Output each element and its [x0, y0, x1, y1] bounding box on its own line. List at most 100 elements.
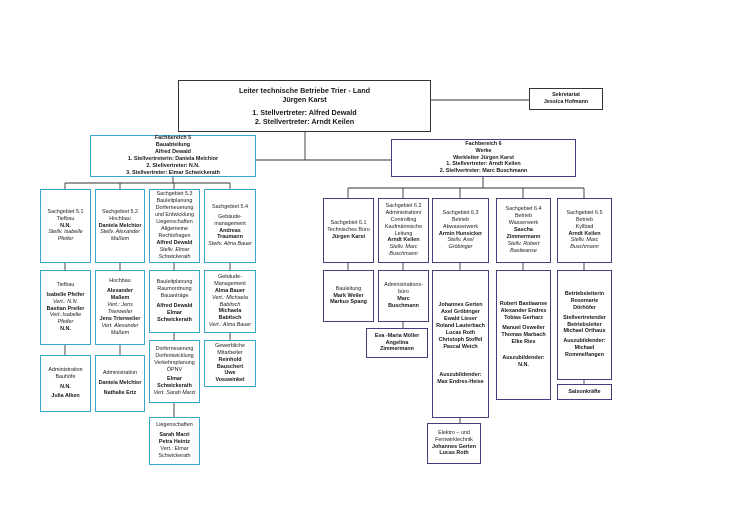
tiefbau-line: Isabelle Pfeifer	[46, 291, 85, 298]
fb5-line: 2. Stellvertreter: N.N.	[146, 162, 200, 169]
wasser-line: Alexander Endres	[500, 308, 547, 315]
wasser-line: Tobias Gerharz	[504, 315, 543, 322]
wasser-line: Auszubildender:	[502, 354, 545, 361]
fb5-line: Alfred Dewald	[155, 149, 191, 156]
gewerb-line: Gewerbliche	[215, 342, 245, 349]
sg61-line: Sachgebiet 6.1	[330, 220, 367, 227]
sg62-line: Stellv. Marc	[389, 244, 418, 251]
sg51-line: Tiefbau	[56, 215, 75, 222]
sg65-line: Stellv. Marc	[570, 237, 599, 244]
admin51-line: Bauhöfe	[55, 373, 76, 380]
kyllbad-line: Dörhöfer	[573, 304, 596, 311]
bauleit-line: Bauleitplanung	[156, 279, 193, 286]
kyllbad-line: Michael Orthaus	[563, 328, 606, 335]
admin51-line: Julia Alken	[51, 393, 80, 400]
liegen-line: Vert.: Elmar	[160, 445, 189, 452]
sg53-line: Sachgebiet 5.3	[156, 191, 193, 198]
abwasser-line: Ewald Lieser	[444, 316, 477, 323]
elektro-line: Johannes Gerten	[431, 443, 477, 450]
hochbau-line: Trierweiler	[107, 309, 133, 315]
sg51-line: Stellv. Isabelle	[48, 229, 83, 236]
dorf-line: Vert. Sarah Marzi	[153, 390, 196, 397]
gebmgmt-line: Michaela	[218, 308, 242, 315]
head-line: Leiter technische Betriebe Trier - Land	[238, 86, 370, 96]
bauleitung-line: Markus Spang	[330, 299, 367, 306]
sg54-line: Gebäude-	[218, 213, 242, 220]
sg53-line: Stellv. Elmar	[159, 246, 190, 253]
adminbuero-line: Marc	[397, 296, 410, 302]
sg63-line: Betrieb	[451, 216, 470, 223]
dorf-line: Elmar	[167, 376, 182, 383]
wasser-line: Thomas Marbach	[501, 332, 546, 338]
sg65-line: Kyllbad	[575, 223, 594, 230]
hochbau-line: Maßem	[110, 329, 130, 336]
sg52-line: Stellv. Alexander	[100, 229, 140, 236]
sg53-line: Liegenschaften	[156, 219, 193, 226]
sg52-line: Maßem	[110, 236, 130, 243]
kyllbad-line: Auszubildender:	[563, 338, 606, 345]
kyllbad-line: Rosemarie	[570, 297, 599, 304]
dorf-line: Dorferneuerung	[155, 345, 194, 352]
gewerb-line: Mitarbeiter	[217, 349, 243, 356]
sg62-line: Administration/	[385, 209, 422, 216]
tiefbau-line: N.N.	[60, 326, 71, 333]
sg63-line: Sachgebiet 6.3	[442, 209, 479, 216]
liegen-line: Petra Heintz	[158, 439, 191, 446]
sg54-line: Sachgebiet 5.4	[212, 203, 248, 210]
dorf-line: ÖPNV	[166, 366, 183, 373]
sg64-line: Zimmermann	[506, 233, 541, 240]
fb6-line: Fachbereich 6	[465, 140, 502, 147]
tiefbau-line: Bastian Preiler	[46, 305, 85, 312]
hochbau-line: Maßem	[110, 295, 130, 302]
kyllbad-line: Stellvertretender	[563, 314, 606, 321]
bauleit-line: Alfred Dewald	[156, 303, 193, 309]
wasser-line: Robert Bastiaanse	[499, 301, 548, 308]
dorf-line: Dorfentwicklung	[155, 352, 194, 359]
sg63-line: Gröbinger	[448, 244, 473, 251]
sg51-line: N.N.	[60, 222, 71, 229]
wasser-line: Manuel Osweiler	[502, 325, 545, 332]
kyllbad-line: Betriebsleiter	[567, 321, 602, 328]
sg52-line: Sachgebiet 5.2	[102, 208, 138, 215]
sg51-line: Pfeifer	[57, 236, 74, 243]
bauleit-line: Bauanträge	[160, 293, 189, 300]
head-line: 1. Stellvertreter: Alfred Dewald	[252, 107, 357, 117]
sg64-line: Sascha	[514, 227, 533, 234]
admin52-line: Nathalie Ertz	[103, 389, 137, 396]
elektro-line: Lucas Roth	[439, 450, 469, 457]
kyllbad-line: Michael	[574, 345, 595, 352]
sg65-line: Arndt Keilen	[568, 230, 601, 237]
bauleitung-line: Mark Weiler	[333, 292, 364, 299]
admin52-line: Daniela Melchior	[98, 380, 142, 387]
kyllbad-line: Rommelfangen	[565, 352, 604, 359]
hochbau-line: Jens Trierweiler	[99, 315, 141, 322]
hochbau-line: Vert. Alexander	[101, 322, 139, 329]
sg53-line: Rechtsfragen	[158, 232, 191, 239]
abwasser-line: Roland Lauterbach	[436, 323, 485, 330]
eva-line: Zimmermann	[380, 346, 414, 353]
head-line: Jürgen Karst	[282, 95, 327, 105]
hochbau-line: Vert.: Jens	[107, 302, 133, 309]
gebmgmt-line: Management	[214, 280, 246, 287]
liegen-line: Liegenschaften	[156, 422, 193, 429]
bauleitung-line: Bauleitung	[335, 285, 362, 292]
sg54-line: Stellv. Alma Bauer	[208, 241, 252, 248]
sg64-line: Bastieanse	[510, 247, 537, 254]
sg62-line: Controlling	[390, 216, 417, 223]
sg53-line: Allgemeine	[161, 226, 188, 232]
